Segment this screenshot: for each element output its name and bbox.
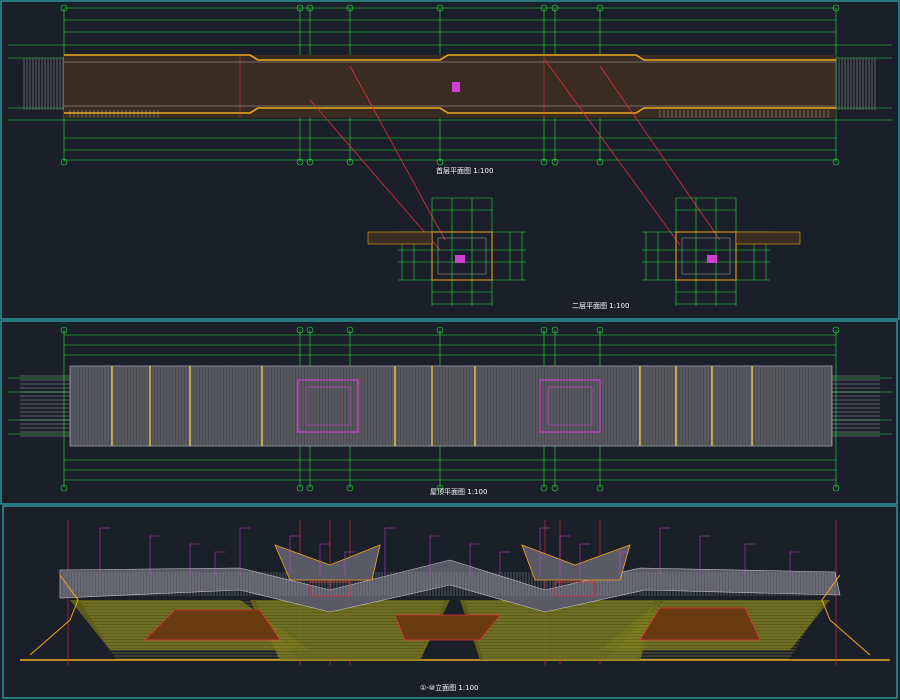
axis-bubble — [60, 484, 68, 492]
view-title-first-floor: 首层平面图 1:100 — [436, 167, 493, 175]
axis-bubble — [832, 326, 840, 334]
first-floor-plan — [8, 4, 892, 251]
axis-bubble — [60, 158, 68, 166]
axis-bubble — [832, 158, 840, 166]
axis-bubble — [436, 484, 444, 492]
axis-bubble — [436, 158, 444, 166]
axis-bubble — [436, 326, 444, 334]
axis-bubble — [540, 4, 548, 12]
frame-elevation-panel — [2, 505, 898, 699]
scale-text: 1:100 — [609, 302, 630, 310]
view-title-roof: 屋顶平面图 1:100 — [430, 488, 487, 496]
axis-bubble — [60, 4, 68, 12]
title-text: 二层平面图 — [572, 302, 607, 310]
axis-bubble — [296, 484, 304, 492]
scale-text: 1:100 — [458, 684, 479, 692]
axis-bubble — [306, 326, 314, 334]
axis-bubble — [346, 326, 354, 334]
axis-bubble — [596, 326, 604, 334]
scale-text: 1:100 — [467, 488, 488, 496]
axis-bubble — [306, 484, 314, 492]
axis-bubble — [832, 484, 840, 492]
axis-bubble — [596, 4, 604, 12]
title-text: 屋顶平面图 — [430, 488, 465, 496]
roof-plan — [8, 326, 892, 492]
axis-bubble — [596, 158, 604, 166]
scale-text: 1:100 — [473, 167, 494, 175]
view-title-elevation: ①-⑩立面图 1:100 — [420, 684, 479, 692]
axis-bubble — [551, 484, 559, 492]
frame-plan-panel — [0, 0, 900, 320]
axis-bubble — [551, 158, 559, 166]
title-text: ①-⑩立面图 — [420, 684, 457, 692]
axis-bubble — [296, 4, 304, 12]
axis-bubble — [60, 326, 68, 334]
axis-bubble — [346, 4, 354, 12]
axis-bubble — [306, 158, 314, 166]
axis-bubble — [551, 326, 559, 334]
axis-bubble — [596, 484, 604, 492]
axis-bubble — [551, 4, 559, 12]
axis-bubble — [306, 4, 314, 12]
axis-bubble — [346, 484, 354, 492]
axis-bubble — [296, 158, 304, 166]
title-text: 首层平面图 — [436, 167, 471, 175]
elevation — [20, 520, 890, 665]
second-floor-plan — [367, 197, 801, 306]
axis-bubble — [540, 484, 548, 492]
axis-bubble — [296, 326, 304, 334]
axis-bubble — [346, 158, 354, 166]
axis-bubble — [436, 4, 444, 12]
axis-bubble — [540, 326, 548, 334]
view-title-second-floor: 二层平面图 1:100 — [572, 302, 629, 310]
frame-roof-panel — [0, 320, 898, 505]
axis-bubble — [540, 158, 548, 166]
axis-bubble — [832, 4, 840, 12]
